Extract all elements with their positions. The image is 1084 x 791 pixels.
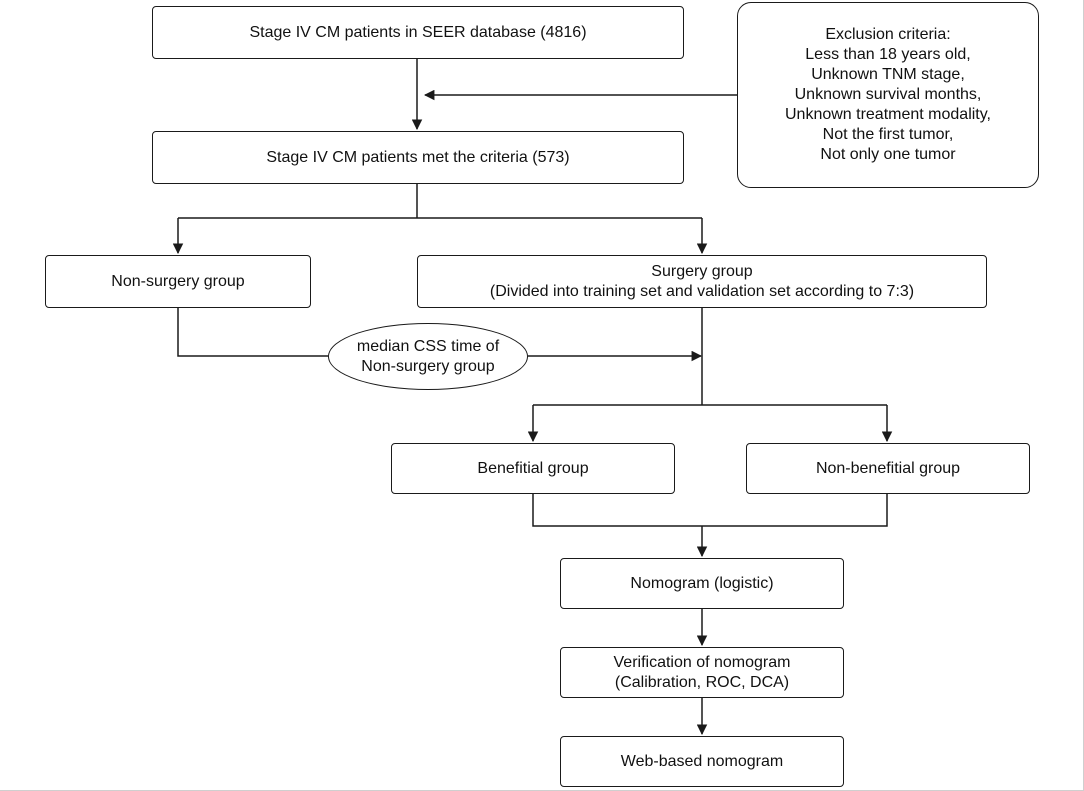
exclusion-item: Less than 18 years old, (805, 46, 971, 63)
seer-database-box: Stage IV CM patients in SEER database (4… (152, 6, 684, 59)
met-criteria-text: Stage IV CM patients met the criteria (5… (266, 148, 570, 166)
surgery-group-title: Surgery group (651, 262, 753, 280)
surgery-group-box: Surgery group (Divided into training set… (417, 255, 987, 308)
connector-nonsurgery-to-median (177, 308, 328, 357)
exclusion-item: Not only one tumor (820, 146, 956, 163)
median-css-time-ellipse: median CSS time of Non-surgery group (328, 323, 528, 390)
surgery-group-subtitle: (Divided into training set and validatio… (489, 282, 915, 300)
connector-merge (532, 494, 888, 527)
exclusion-criteria-box: Exclusion criteria: Less than 18 years o… (737, 2, 1039, 188)
verification-subtitle: (Calibration, ROC, DCA) (614, 673, 790, 691)
exclusion-item: Unknown survival months, (794, 86, 982, 103)
nomogram-text: Nomogram (logistic) (630, 574, 774, 592)
exclusion-title: Exclusion criteria: (825, 26, 951, 43)
verification-title: Verification of nomogram (613, 653, 791, 671)
non-surgery-group-text: Non-surgery group (111, 272, 245, 290)
median-css-line2: Non-surgery group (361, 357, 495, 375)
exclusion-item: Unknown treatment modality, (784, 106, 991, 123)
exclusion-item: Not the first tumor, (822, 126, 954, 143)
median-css-line1: median CSS time of (356, 337, 500, 355)
verification-box: Verification of nomogram (Calibration, R… (560, 647, 844, 698)
non-beneficial-group-box: Non-benefitial group (746, 443, 1030, 494)
non-surgery-group-box: Non-surgery group (45, 255, 311, 308)
beneficial-group-text: Benefitial group (477, 459, 589, 477)
seer-database-text: Stage IV CM patients in SEER database (4… (249, 23, 587, 41)
web-based-nomogram-box: Web-based nomogram (560, 736, 844, 787)
met-criteria-box: Stage IV CM patients met the criteria (5… (152, 131, 684, 184)
nomogram-box: Nomogram (logistic) (560, 558, 844, 609)
web-based-nomogram-text: Web-based nomogram (620, 752, 784, 770)
non-beneficial-group-text: Non-benefitial group (815, 459, 961, 477)
beneficial-group-box: Benefitial group (391, 443, 675, 494)
exclusion-item: Unknown TNM stage, (811, 66, 965, 83)
